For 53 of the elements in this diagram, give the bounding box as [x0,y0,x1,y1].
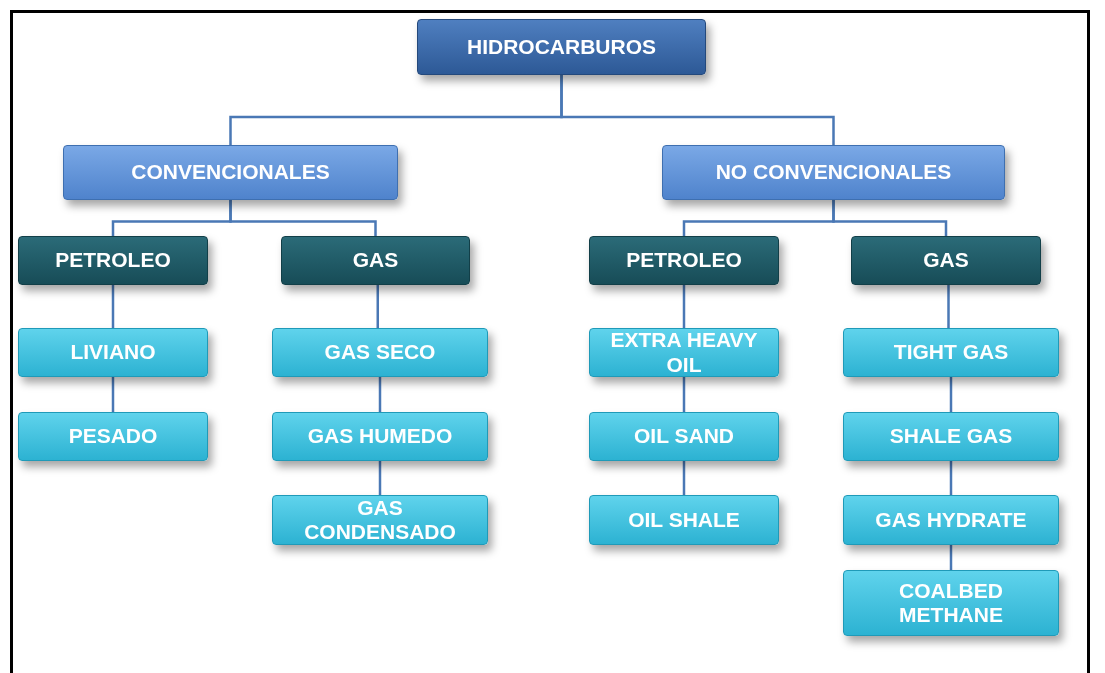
item-box [843,495,1059,545]
connector-line [949,461,953,495]
item-box [843,570,1059,636]
connector-line [682,285,686,328]
node-label: TIGHT GAS [892,340,1010,365]
item-box [18,412,208,461]
connector-line [111,377,115,412]
item-box [589,495,779,545]
item-box [272,328,488,377]
item-box [589,412,779,461]
item-box [843,328,1059,377]
item-box [272,412,488,461]
category-box [662,145,1005,200]
node-label: PESADO [67,424,159,449]
node-label: PETROLEO [625,248,743,273]
node-label: GAS [351,248,400,273]
node-label: GAS SECO [323,340,437,365]
connector-line [378,461,382,495]
connector-line [378,377,382,412]
connector-line [682,461,686,495]
subcategory-box [281,236,470,285]
subcategory-box [851,236,1041,285]
node-label: OIL SAND [633,424,735,449]
category-box [63,145,398,200]
node-label: OIL SHALE [627,507,741,533]
node-label: NO CONVENCIONALES [714,160,953,185]
node-label: GAS HYDRATE [874,507,1028,533]
connector-line [560,75,835,145]
node-label: SHALE GAS [888,424,1014,449]
item-box [272,495,488,545]
node-label: EXTRA HEAVY OIL [609,328,759,377]
item-box [589,328,779,377]
node-label: LIVIANO [69,340,157,365]
subcategory-box [18,236,208,285]
node-label: PETROLEO [54,248,172,273]
item-box [18,328,208,377]
node-label: CONVENCIONALES [130,160,331,185]
subcategory-box [589,236,779,285]
connector-line [949,377,953,412]
connector-line [682,377,686,412]
node-label: GAS [922,248,970,273]
connector-line [111,285,115,328]
connector-line [947,285,950,328]
node-label: GAS CONDENSADO [303,495,457,545]
connector-line [949,545,953,570]
connector-line [376,285,379,328]
node-label: GAS HUMEDO [306,424,454,449]
connector-line [229,200,377,236]
root-box [417,19,706,75]
node-label: HIDROCARBUROS [466,34,657,60]
node-label: COALBED METHANE [898,578,1004,628]
item-box [843,412,1059,461]
connector-line [832,200,948,236]
